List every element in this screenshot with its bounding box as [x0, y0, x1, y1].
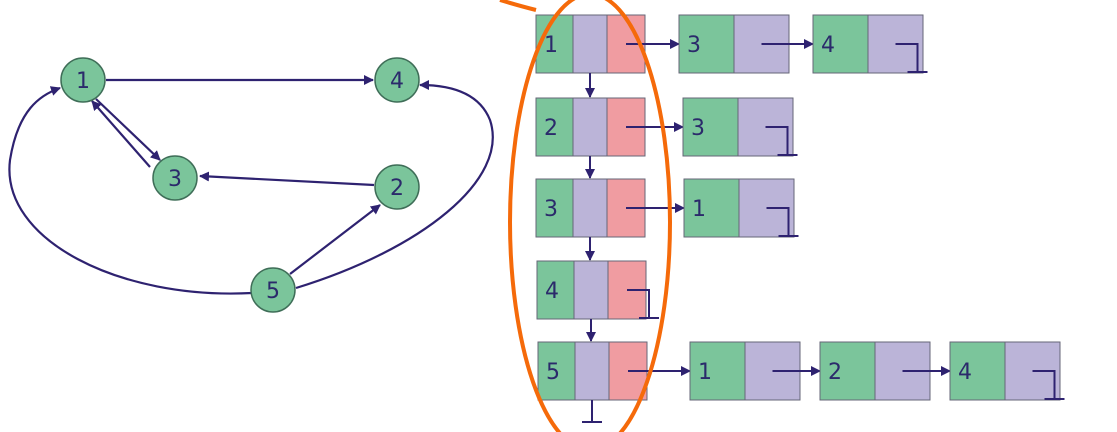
null-pointer-line — [765, 126, 789, 155]
adjacency-row-1: 1 3 4 — [535, 14, 928, 98]
head-vertex-cell — [535, 97, 574, 157]
node-circle — [60, 57, 106, 103]
edge-vertex-label: 1 — [692, 197, 706, 222]
edge-node-3-1: 1 — [683, 178, 799, 238]
edge-vertex-cell — [819, 341, 876, 401]
graph-node-1: 1 — [60, 57, 106, 103]
head-vertex-label: 4 — [545, 279, 559, 304]
adjacency-row-4: 4 — [536, 260, 659, 342]
graph-node-4: 4 — [374, 57, 420, 103]
head-vertex-cell — [536, 260, 575, 320]
node-circle — [374, 164, 420, 210]
node-circle — [374, 57, 420, 103]
graph-node-2: 2 — [374, 164, 420, 210]
head-next-vertex-cell — [572, 97, 608, 157]
node-label: 3 — [168, 167, 182, 192]
edge-vertex-label: 4 — [821, 33, 835, 58]
null-pointer-line — [1032, 370, 1056, 399]
edge-vertex-cell — [678, 14, 735, 74]
highlight-pointer-arrow — [499, 0, 537, 12]
graph-node-3: 3 — [152, 155, 198, 201]
edge-5-to-2 — [289, 204, 381, 275]
null-pointer-line — [766, 207, 790, 236]
edge-vertex-cell — [812, 14, 869, 74]
edge-1-to-3 — [95, 98, 161, 161]
edge-5-to-4 — [295, 80, 494, 290]
null-pointer-line — [627, 289, 650, 318]
adjacency-row-5: 5 1 2 4 — [537, 341, 1065, 423]
edge-2-to-3 — [199, 171, 375, 187]
edge-node-1-4: 4 — [812, 14, 928, 74]
head-next-vertex-cell — [572, 178, 608, 238]
node-label: 1 — [76, 69, 90, 94]
edge-vertex-cell — [683, 178, 740, 238]
edge-vertex-label: 3 — [687, 33, 701, 58]
edge-vertex-cell — [682, 97, 739, 157]
edge-node-2-3: 3 — [682, 97, 798, 157]
head-array-highlight — [508, 0, 672, 432]
edge-vertex-label: 2 — [828, 360, 842, 385]
node-circle — [250, 267, 296, 313]
head-vertex-label: 1 — [544, 33, 558, 58]
head-next-vertex-cell — [573, 260, 609, 320]
head-next-vertex-cell — [572, 14, 608, 74]
head-vertex-cell — [535, 178, 574, 238]
head-vertex-label: 2 — [544, 116, 558, 141]
node-label: 4 — [390, 69, 404, 94]
graph-node-5: 5 — [250, 267, 296, 313]
head-vertex-label: 3 — [544, 197, 558, 222]
edge-5-to-1 — [8, 86, 253, 295]
edge-3-to-1 — [91, 100, 151, 168]
node-label: 5 — [266, 279, 280, 304]
node-label: 2 — [390, 176, 404, 201]
edge-vertex-label: 4 — [958, 360, 972, 385]
head-vertex-label: 5 — [546, 360, 560, 385]
node-circle — [152, 155, 198, 201]
edge-vertex-label: 3 — [691, 116, 705, 141]
edge-node-5-4: 4 — [949, 341, 1065, 401]
head-next-vertex-cell — [574, 341, 610, 401]
null-pointer-line — [895, 43, 919, 72]
edge-vertex-label: 1 — [698, 360, 712, 385]
head-vertex-cell — [537, 341, 576, 401]
